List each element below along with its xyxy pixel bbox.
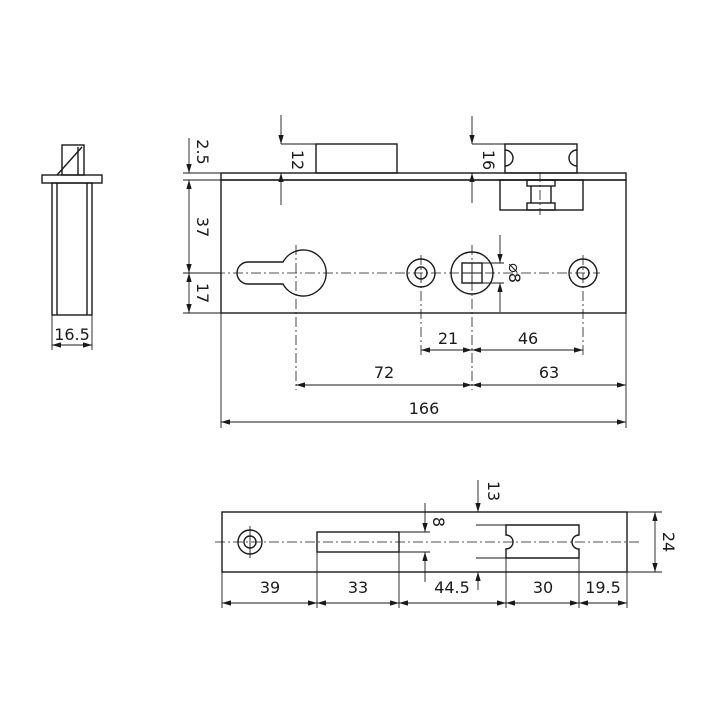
dim-cylinder-to-hub: 72: [374, 363, 394, 382]
dim-latch-height: 8: [429, 517, 448, 527]
dim-upper-height: 37: [193, 217, 212, 237]
dim-seg2: 33: [348, 578, 368, 597]
dim-seg1: 39: [260, 578, 280, 597]
front-view: 12 16 ⌀8: [183, 115, 627, 428]
dim-hub-to-end: 63: [539, 363, 559, 382]
dim-seg3: 44.5: [434, 578, 470, 597]
cylinder-keyhole: [236, 249, 327, 297]
dim-side-width: 16.5: [54, 325, 90, 344]
dim-overall-length: 166: [409, 399, 440, 418]
dim-lower-height: 17: [193, 283, 212, 303]
dim-plate-offset: 2.5: [193, 139, 212, 164]
dim-seg4: 30: [533, 578, 553, 597]
dim-spindle-to-hub: 21: [438, 329, 458, 348]
dim-deadbolt-height: 13: [484, 481, 503, 501]
side-view: 16.5: [41, 144, 103, 350]
dim-latch-projection: 12: [288, 150, 307, 170]
dim-deadbolt-projection: 16: [479, 150, 498, 170]
dim-seg5: 19.5: [585, 578, 621, 597]
dim-hub-to-right: 46: [518, 329, 538, 348]
dim-plate-width: 24: [659, 532, 678, 552]
dim-square-size: ⌀8: [505, 263, 524, 283]
faceplate-view: 8 13 24 39 33 44.5 30 19.5: [215, 480, 678, 608]
